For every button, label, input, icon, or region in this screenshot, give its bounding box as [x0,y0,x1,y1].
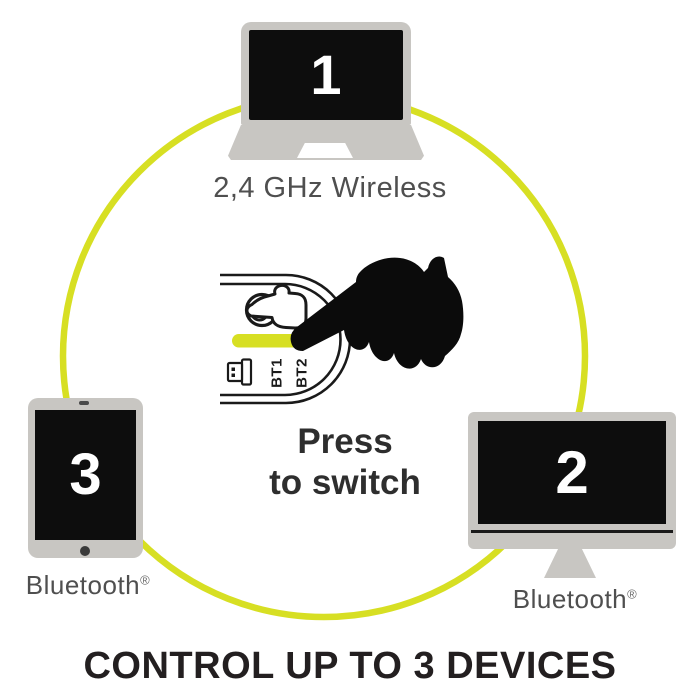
monitor-connection-text: Bluetooth [512,584,628,614]
tablet-camera-icon [79,401,89,405]
laptop-connection-label: 2,4 GHz Wireless [213,172,447,204]
press-instruction-line2: to switch [269,463,421,502]
tablet-screen: 3 [35,410,136,540]
monitor-connection-label: Bluetooth® [465,584,685,615]
monitor-chin-line [471,530,673,533]
tablet-number: 3 [69,442,102,507]
monitor-screen: 2 [478,421,666,524]
press-instruction-line1: Press [297,422,393,461]
bt2-label: BT2 [293,358,311,388]
bt1-label: BT1 [268,358,286,388]
registered-trademark-icon: ® [140,572,151,588]
usb-receiver-icon [226,358,253,386]
headline: CONTROL UP TO 3 DEVICES [83,645,617,687]
switch-slider [232,334,305,348]
tablet-connection-label: Bluetooth® [0,570,176,601]
tablet-connection-text: Bluetooth [25,570,141,600]
press-switch-icon [244,283,308,330]
registered-trademark-icon: ® [627,586,638,602]
pointing-hand-icon [290,256,464,369]
laptop-lid-notch [297,143,353,158]
laptop-screen: 1 [249,30,403,120]
tablet-home-button-icon [80,546,90,556]
laptop-number: 1 [310,43,342,106]
monitor-number: 2 [555,438,589,506]
